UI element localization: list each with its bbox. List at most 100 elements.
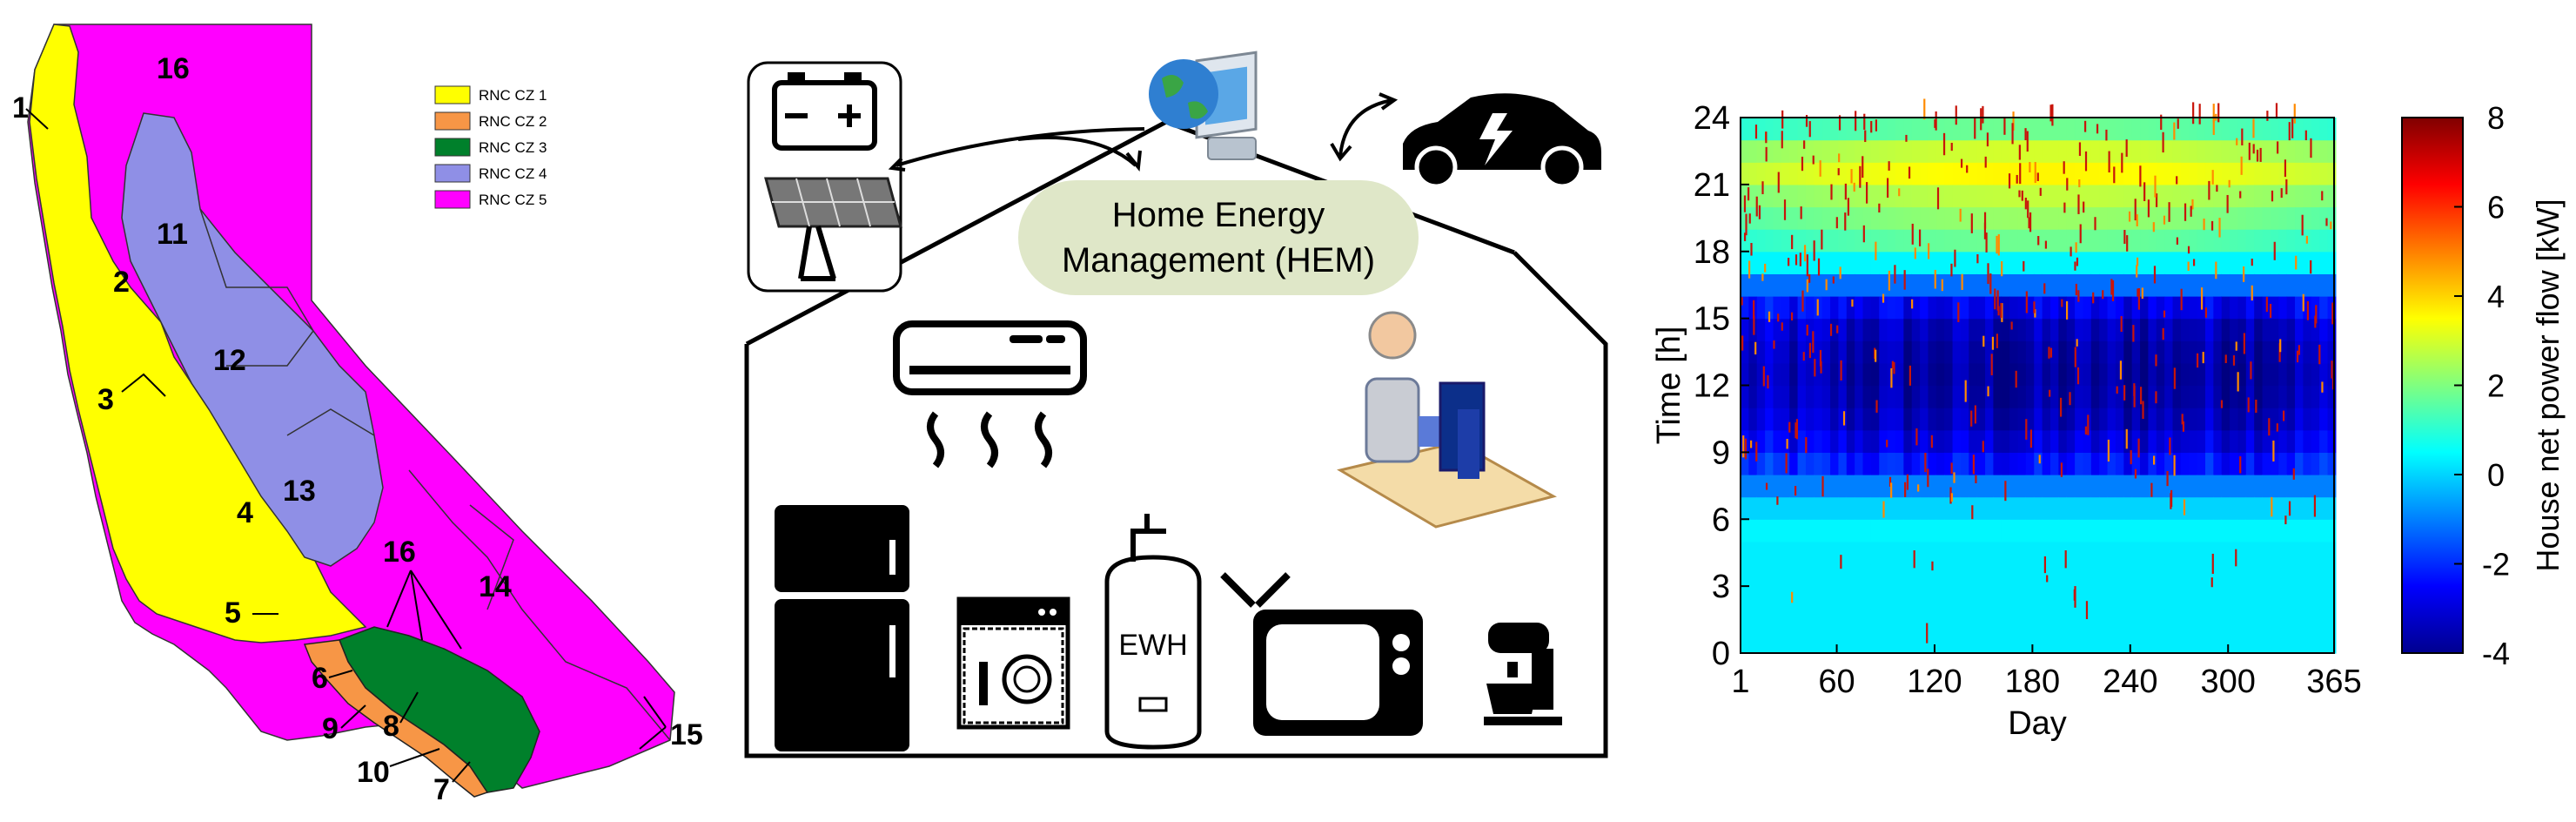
heatmap-spike bbox=[1750, 440, 1753, 448]
colorbar-tick-label: -2 bbox=[2482, 547, 2510, 583]
heatmap-cell bbox=[2058, 362, 2068, 387]
heatmap-cell bbox=[1895, 630, 1904, 654]
heatmap-cell bbox=[2230, 586, 2239, 610]
heatmap-cell bbox=[2172, 162, 2182, 185]
heatmap-spike bbox=[2141, 287, 2143, 300]
heatmap-cell bbox=[2262, 496, 2271, 520]
heatmap-spike bbox=[2285, 179, 2288, 195]
heatmap-cell bbox=[2042, 139, 2051, 163]
heatmap-cell bbox=[1862, 475, 1872, 498]
heatmap-cell bbox=[2099, 118, 2109, 141]
heatmap-cell bbox=[2075, 541, 2084, 565]
heatmap-spike bbox=[2212, 104, 2215, 123]
heatmap-cell bbox=[2303, 362, 2312, 387]
heatmap-cell bbox=[2058, 139, 2068, 163]
heatmap-cell bbox=[2009, 139, 2019, 163]
heatmap-cell bbox=[2090, 362, 2100, 387]
heatmap-cell bbox=[2327, 118, 2337, 141]
heatmap-cell bbox=[2204, 318, 2214, 341]
heatmap-spike bbox=[1942, 132, 1946, 156]
heatmap-cell bbox=[2140, 362, 2150, 387]
heatmap-cell bbox=[2197, 519, 2206, 542]
heatmap-cell bbox=[2066, 452, 2076, 475]
heatmap-cell bbox=[2148, 608, 2157, 631]
heatmap-cell bbox=[2034, 452, 2043, 475]
heatmap-cell bbox=[2327, 162, 2337, 185]
heatmap-cell bbox=[2197, 385, 2206, 408]
heatmap-cell bbox=[2311, 408, 2320, 431]
heatmap-cell bbox=[2295, 206, 2304, 230]
heatmap-cell bbox=[2025, 162, 2035, 185]
heatmap-spike bbox=[2204, 307, 2208, 318]
heatmap-cell bbox=[1879, 630, 1888, 654]
heatmap-cell bbox=[2164, 139, 2174, 163]
heatmap-cell bbox=[1993, 273, 2002, 297]
heatmap-cell bbox=[2066, 273, 2076, 297]
heatmap-spike bbox=[1777, 172, 1780, 193]
communication-arrows bbox=[888, 92, 1399, 172]
heatmap-cell bbox=[1789, 162, 1799, 185]
heatmap-cell bbox=[1928, 608, 1937, 631]
heatmap-cell bbox=[1944, 340, 1954, 364]
heatmap-cell bbox=[2270, 519, 2279, 542]
refrigerator-icon bbox=[775, 505, 909, 751]
heatmap-spike bbox=[2025, 419, 2028, 440]
heatmap-cell bbox=[2001, 251, 2010, 274]
heatmap-cell bbox=[1765, 519, 1774, 542]
zone-2-region bbox=[303, 639, 489, 798]
heatmap-cell bbox=[1935, 162, 1945, 185]
heatmap-spike bbox=[1825, 279, 1828, 291]
heatmap-spike bbox=[2001, 261, 2003, 277]
heatmap-spike bbox=[1875, 241, 1877, 260]
heatmap-cell bbox=[1969, 273, 1978, 297]
heatmap-cell bbox=[1935, 429, 1945, 453]
heatmap-cell bbox=[1781, 385, 1790, 408]
heatmap-cell bbox=[2090, 586, 2100, 610]
heatmap-cell bbox=[2042, 408, 2051, 431]
heatmap-spike bbox=[2069, 392, 2071, 406]
heatmap-cell bbox=[2025, 608, 2035, 631]
heatmap-cell bbox=[1814, 519, 1823, 542]
heatmap-cell bbox=[1830, 519, 1840, 542]
heatmap-cell bbox=[1952, 475, 1962, 498]
heatmap-cell bbox=[2295, 318, 2304, 341]
heatmap-cell bbox=[2148, 519, 2157, 542]
heatmap-cell bbox=[1789, 273, 1799, 297]
heatmap-cell bbox=[2131, 229, 2141, 253]
heatmap-cell bbox=[2230, 475, 2239, 498]
heatmap-cell bbox=[2319, 429, 2329, 453]
heatmap-cell bbox=[1976, 139, 1986, 163]
heatmap-cell bbox=[2311, 452, 2320, 475]
heatmap-cell bbox=[2197, 541, 2206, 565]
heatmap-cell bbox=[2156, 496, 2165, 520]
heatmap-cell bbox=[1773, 496, 1782, 520]
heatmap-cell bbox=[2286, 563, 2296, 587]
heatmap-cell bbox=[1789, 586, 1799, 610]
heatmap-cell bbox=[2090, 296, 2100, 320]
heatmap-spike bbox=[1888, 161, 1890, 171]
heatmap-cell bbox=[1920, 139, 1929, 163]
heatmap-cell bbox=[1903, 519, 1913, 542]
heatmap-cell bbox=[1952, 630, 1962, 654]
heatmap-cell bbox=[1821, 362, 1831, 387]
heatmap-cell bbox=[2327, 475, 2337, 498]
heatmap-cell bbox=[2327, 563, 2337, 587]
heatmap-cell bbox=[1838, 429, 1848, 453]
heatmap-cell bbox=[1805, 519, 1815, 542]
heatmap-cell bbox=[2156, 139, 2165, 163]
heatmap-cell bbox=[2009, 496, 2019, 520]
heatmap-cell bbox=[2164, 162, 2174, 185]
heatmap-cell bbox=[2140, 630, 2150, 654]
heatmap-cell bbox=[2197, 184, 2206, 208]
heatmap-cell bbox=[1976, 362, 1986, 387]
heatmap-cell bbox=[1887, 296, 1896, 320]
heatmap-cell bbox=[1748, 475, 1758, 498]
heatmap-cell bbox=[2189, 519, 2198, 542]
heatmap-cell bbox=[2262, 563, 2271, 587]
heatmap-cell bbox=[2230, 118, 2239, 141]
heatmap-cell bbox=[1960, 630, 1969, 654]
heatmap-spike bbox=[1888, 270, 1890, 291]
heatmap-cell bbox=[2245, 475, 2255, 498]
heatmap-cell bbox=[2172, 139, 2182, 163]
heatmap-spike bbox=[1805, 437, 1808, 454]
